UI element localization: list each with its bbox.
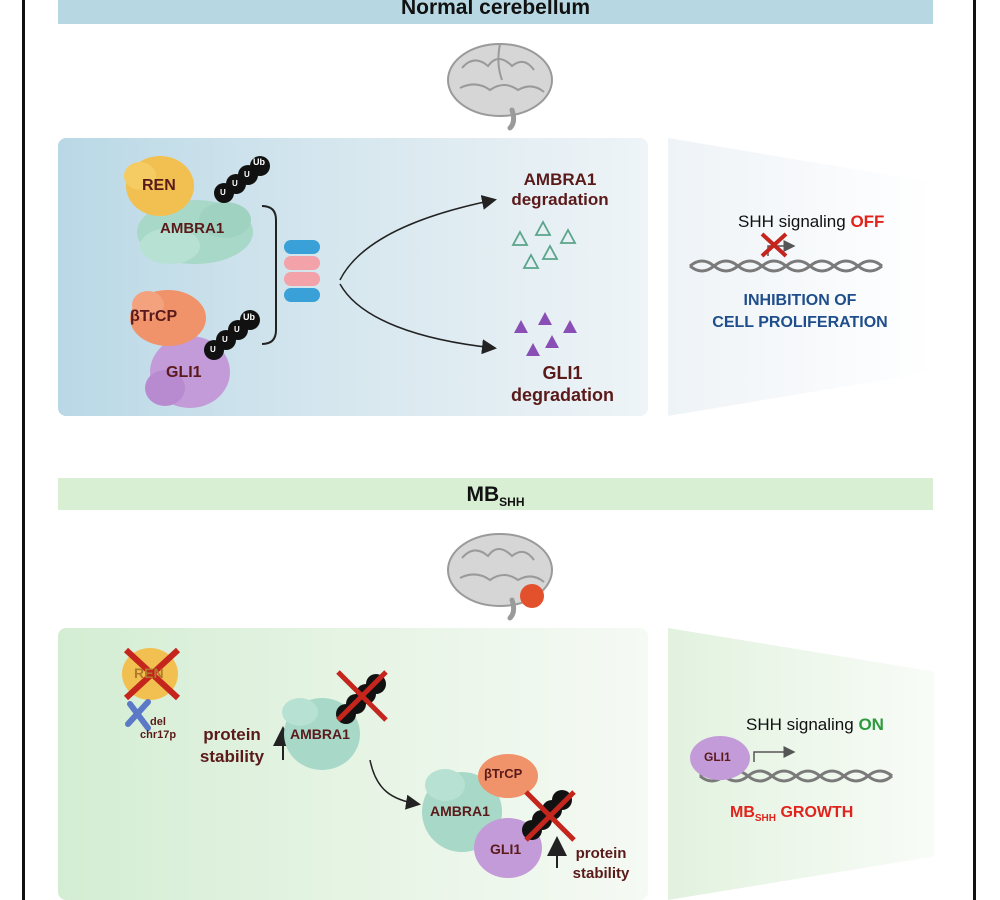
u-label-top-2: U: [232, 179, 238, 188]
shh-signaling-prefix-bottom: SHH signaling: [746, 715, 859, 734]
ren-label: REN: [142, 177, 176, 194]
normal-outcome-panel: [668, 138, 934, 416]
dna-helix-top: [689, 240, 883, 273]
complex-gli1-label: GLI1: [490, 841, 522, 857]
btrcp-protein-shape: [130, 290, 206, 346]
banner-normal-cerebellum-text: Normal cerebellum: [400, 0, 591, 19]
ambra1-degradation-label: AMBRA1 degradation: [500, 170, 620, 210]
ren-protein-deleted: [122, 647, 181, 701]
gli1-degradation-line1: GLI1: [542, 363, 583, 383]
u-label-top-3: U: [244, 170, 250, 179]
mb-growth-sub: SHH: [754, 813, 777, 825]
shh-signaling-on-label: SHH signaling ON: [746, 715, 884, 735]
ren-deleted-label: REN: [134, 665, 164, 681]
ubiquitin-chain-blocked-1: [336, 670, 388, 724]
proteasome-icon: [284, 240, 320, 302]
ambra1-degradation-line1: AMBRA1: [523, 170, 597, 189]
protein-stability-2-line1: protein: [575, 845, 627, 862]
arrow-to-complex: [369, 759, 421, 810]
ambra1-protein-shape: [137, 200, 253, 264]
ambra1-label: AMBRA1: [160, 220, 225, 237]
brain-icon-top: [447, 43, 553, 131]
complex-btrcp-label: βTrCP: [484, 766, 523, 781]
arrow-gli1-degradation: [339, 283, 497, 355]
shh-signaling-off-label: SHH signaling OFF: [738, 212, 884, 232]
banner-normal-cerebellum: Normal cerebellum: [58, 0, 933, 24]
blocked-x-icon: [760, 232, 788, 258]
shh-signaling-state-off: OFF: [850, 212, 885, 231]
gli1-bound-label: GLI1: [704, 750, 731, 764]
figure-frame: [22, 0, 976, 900]
ub-label-top: Ub: [253, 157, 265, 167]
protein-stability-2-line2: stability: [572, 865, 630, 882]
shh-signaling-prefix-top: SHH signaling: [738, 212, 851, 231]
mb-growth-tail: GROWTH: [776, 804, 854, 821]
u-label-gli1-3: U: [234, 325, 240, 334]
inhibition-outcome-label: INHIBITION OF CELL PROLIFERATION: [690, 290, 910, 334]
u-label-top-1: U: [220, 188, 226, 197]
protein-stability-label-1: protein stability: [190, 724, 274, 768]
bracket-line: [261, 205, 277, 345]
chr17p-label: chr17p: [140, 729, 177, 741]
gli1-degradation-line2: degradation: [510, 385, 614, 405]
u-label-gli1-2: U: [222, 335, 228, 344]
banner-mb-shh: MBSHH: [58, 478, 933, 510]
u-label-gli1-1: U: [210, 345, 216, 354]
inhibition-line2: CELL PROLIFERATION: [712, 314, 888, 331]
ren-protein-shape: [124, 156, 194, 216]
gli1-label: GLI1: [166, 364, 202, 381]
ubiquitin-chain-top: [214, 156, 270, 203]
arrow-ambra1-degradation: [339, 195, 497, 281]
btrcp-label: βTrCP: [130, 308, 178, 325]
ambra1-degradation-line2: degradation: [511, 190, 609, 209]
shh-signaling-state-on: ON: [858, 715, 884, 734]
del-label: del: [150, 716, 166, 728]
protein-stability-1-line1: protein: [203, 725, 261, 744]
ambra1-fragments: [511, 220, 577, 269]
gli1-fragments: [514, 312, 577, 356]
banner-mb-text: MB: [466, 483, 500, 506]
protein-stability-1-line2: stability: [199, 747, 265, 766]
brain-icon-tumor: [447, 533, 553, 621]
complex-btrcp-shape: [478, 754, 538, 798]
ubiquitin-chain-blocked-2: [522, 790, 576, 842]
inhibition-line1: INHIBITION OF: [743, 292, 857, 309]
ubiquitin-chain-gli1: [204, 310, 260, 360]
gli1-degradation-label: GLI1 degradation: [500, 362, 625, 406]
ub-label-gli1: Ub: [243, 312, 255, 322]
banner-mb-sub: SHH: [499, 495, 525, 510]
ambra1-stable-label: AMBRA1: [290, 726, 350, 742]
mb-growth-main: MB: [730, 804, 755, 821]
mb-growth-label: MBSHH GROWTH: [730, 804, 853, 824]
gli1-bound-protein-shape: [690, 736, 750, 780]
chromosome-icon: [125, 699, 151, 731]
protein-stability-label-2: protein stability: [564, 844, 638, 884]
complex-ambra1-label: AMBRA1: [430, 803, 490, 819]
